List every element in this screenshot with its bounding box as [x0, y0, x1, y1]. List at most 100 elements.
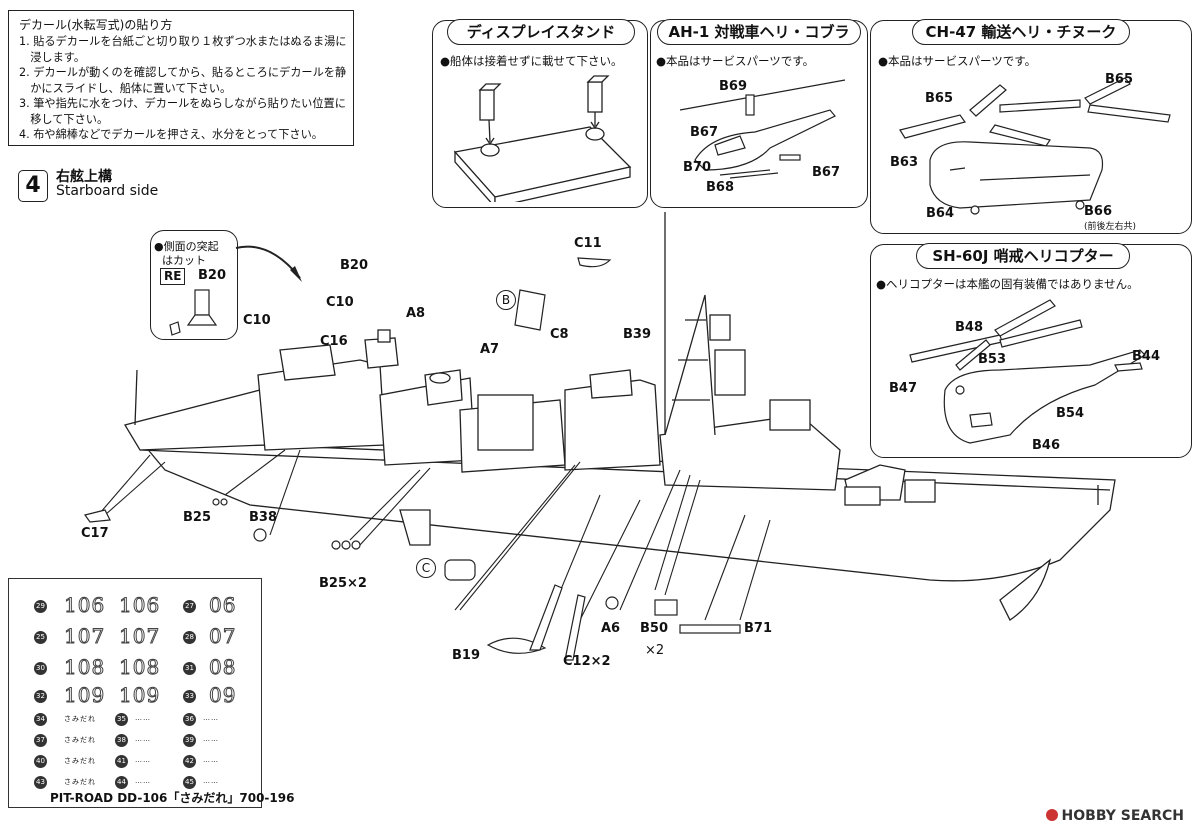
part-label-b38: B38 — [249, 510, 277, 525]
hull-number-decal: 07 — [208, 624, 237, 649]
decal-step-line: 3. 筆や指先に水をつけ、デカールをぬらしながら貼りたい位置に — [19, 97, 346, 110]
hull-number-decal: 109 — [118, 683, 161, 708]
name-decal: …… — [203, 777, 219, 785]
decal-step-line: 1. 貼るデカールを台紙ごと切り取り１枚ずつ水またはぬるま湯に — [19, 35, 347, 48]
part-label-b25: B25 — [183, 510, 211, 525]
name-decal: …… — [203, 735, 219, 743]
sh60j-part-label: B47 — [889, 381, 917, 396]
decal-number: 31 — [183, 662, 196, 675]
sh60j-title: SH-60J 哨戒ヘリコプター — [916, 243, 1130, 269]
decal-number: 25 — [34, 631, 47, 644]
sh60j-drawing — [909, 299, 1146, 444]
decal-step-line: 2. デカールが動くのを確認してから、貼るところにデカールを静 — [19, 66, 347, 79]
part-label-c10: C10 — [243, 313, 271, 328]
part-label-c11: C11 — [574, 236, 602, 251]
decal-number: 38 — [115, 734, 128, 747]
decal-number: 44 — [115, 776, 128, 789]
ah1-part-label: B69 — [719, 79, 747, 94]
ch47-drawing — [899, 77, 1171, 215]
ah1-part-label: B67 — [690, 125, 718, 140]
ah1-part-label: B67 — [812, 165, 840, 180]
callout-text-line2: はカット — [162, 254, 206, 267]
decal-sheet: 29 106 106 27 06 25 107 107 28 07 30 108… — [8, 578, 262, 808]
sh60j-part-label: B54 — [1056, 406, 1084, 421]
watermark-text: HOBBY SEARCH — [1061, 808, 1184, 824]
hull-number-decal: 09 — [208, 683, 237, 708]
decal-number: 41 — [115, 755, 128, 768]
decal-number: 33 — [183, 690, 196, 703]
callout-part-label: B20 — [198, 268, 226, 283]
hull-number-decal: 107 — [118, 624, 161, 649]
name-decal: さみだれ — [64, 757, 96, 765]
name-decal: …… — [203, 756, 219, 764]
ah1-note: ●本品はサービスパーツです。 — [656, 54, 815, 68]
sh60j-part-label: B46 — [1032, 438, 1060, 453]
part-label-b20: B20 — [340, 258, 368, 273]
decal-number: 45 — [183, 776, 196, 789]
decal-number: 34 — [34, 713, 47, 726]
sh60j-part-label: B53 — [978, 352, 1006, 367]
name-decal: …… — [135, 714, 151, 722]
part-label-c8: C8 — [550, 327, 569, 342]
kit-credit: PIT-ROAD DD-106「さみだれ」700-196 — [50, 791, 295, 805]
part-label-b50: B50 — [640, 621, 668, 636]
decal-steps: 1. 貼るデカールを台紙ごと切り取り１枚ずつ水またはぬるま湯に 浸します。 2.… — [19, 34, 346, 143]
name-decal: …… — [203, 714, 219, 722]
ch47-part-label: B64 — [926, 206, 954, 221]
decal-number: 32 — [34, 690, 47, 703]
decal-small-row: 37 さみだれ 38 …… 39 …… — [9, 731, 261, 751]
display-stand-note: ●船体は接着せずに載せて下さい。 — [440, 54, 623, 68]
part-label-b19: B19 — [452, 648, 480, 663]
decal-small-row: 43 さみだれ 44 …… 45 …… — [9, 773, 261, 793]
part-label-b71: B71 — [744, 621, 772, 636]
ah1-drawing — [679, 79, 846, 179]
hull-number-decal: 08 — [208, 655, 237, 680]
ch47-part-label: B63 — [890, 155, 918, 170]
hull-number-decal: 108 — [63, 655, 106, 680]
name-decal: さみだれ — [64, 715, 96, 723]
name-decal: …… — [135, 735, 151, 743]
decal-number: 30 — [34, 662, 47, 675]
ch47-part-label: B65 — [1105, 72, 1133, 87]
decal-number: 29 — [34, 600, 47, 613]
callout-re-badge: RE — [160, 268, 186, 285]
step-title-jp: 右舷上構 — [56, 169, 112, 185]
part-label-c16: C16 — [320, 334, 348, 349]
ch47-part-label: B65 — [925, 91, 953, 106]
decal-row: 25 107 107 28 07 — [9, 624, 261, 649]
decal-number: 40 — [34, 755, 47, 768]
decal-row: 30 108 108 31 08 — [9, 655, 261, 680]
ah1-part-label: B70 — [683, 160, 711, 175]
part-callout-c: C — [416, 558, 436, 578]
decal-row: 29 106 106 27 06 — [9, 593, 261, 618]
hull-number-decal: 109 — [63, 683, 106, 708]
name-decal: さみだれ — [64, 778, 96, 786]
decal-small-row: 40 さみだれ 41 …… 42 …… — [9, 752, 261, 772]
ah1-title: AH-1 対戦車ヘリ・コブラ — [657, 19, 861, 45]
part-label-a7: A7 — [480, 342, 500, 357]
part-label-x2: ×2 — [645, 643, 665, 658]
decal-number: 27 — [183, 600, 196, 613]
part-label-c12x2: C12×2 — [563, 654, 611, 669]
callout-drawing — [169, 245, 302, 336]
part-callout-b: B — [496, 290, 516, 310]
decal-instructions-panel: デカール(水転写式)の貼り方 1. 貼るデカールを台紙ごと切り取り１枚ずつ水また… — [8, 10, 354, 146]
display-stand-drawing — [453, 75, 632, 202]
name-decal: さみだれ — [64, 736, 96, 744]
ah1-part-label: B68 — [706, 180, 734, 195]
hull-number-decal: 106 — [63, 593, 106, 618]
decal-step-line: 浸します。 — [19, 50, 86, 64]
sh60j-part-label: B44 — [1132, 349, 1160, 364]
decal-number: 36 — [183, 713, 196, 726]
hull-number-decal: 106 — [118, 593, 161, 618]
part-label-b39: B39 — [623, 327, 651, 342]
sh60j-note: ●ヘリコプターは本艦の固有装備ではありません。 — [876, 277, 1139, 291]
decal-step-line: かにスライドし、船体に置いて下さい。 — [19, 81, 232, 95]
decal-number: 28 — [183, 631, 196, 644]
step-title-en: Starboard side — [56, 183, 159, 199]
ch47-title: CH-47 輸送ヘリ・チヌーク — [912, 19, 1130, 45]
decal-instructions-title: デカール(水転写式)の貼り方 — [19, 18, 173, 32]
display-stand-title: ディスプレイスタンド — [447, 19, 635, 45]
decal-number: 42 — [183, 755, 196, 768]
decal-step-line: 移して下さい。 — [19, 112, 109, 126]
